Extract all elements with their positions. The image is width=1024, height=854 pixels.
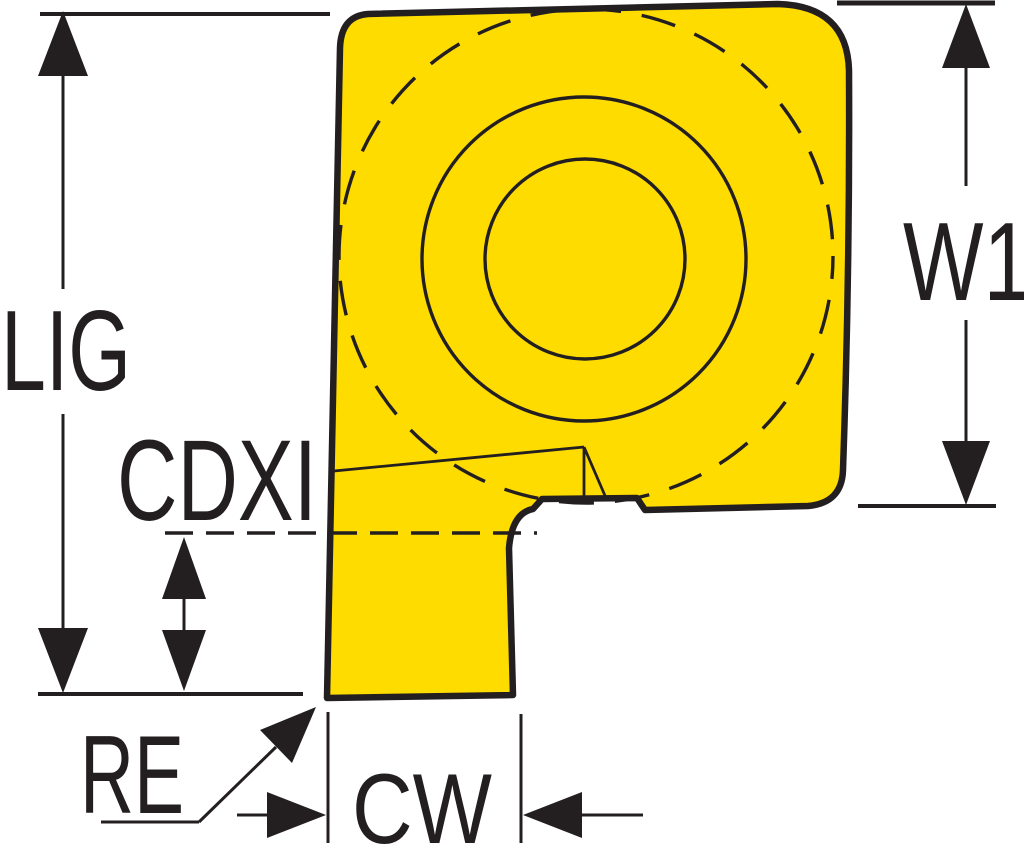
cw-left-arrow bbox=[267, 792, 326, 838]
w1-arrow-down bbox=[942, 441, 990, 505]
cw-right-arrow bbox=[523, 792, 582, 838]
lig-arrow-down bbox=[38, 628, 88, 693]
lig-arrow-up bbox=[38, 11, 88, 76]
lig-label: LIG bbox=[1, 288, 131, 415]
cdxi-label: CDXI bbox=[117, 417, 317, 545]
cutting-edge-detail-lines bbox=[333, 445, 608, 499]
re-leader-arrow bbox=[260, 707, 316, 763]
counterbore-circle bbox=[420, 95, 748, 423]
re-leader-diagonal bbox=[197, 745, 278, 824]
re-label: RE bbox=[80, 713, 184, 837]
center-hole bbox=[483, 157, 687, 361]
cdxi-arrow-up bbox=[162, 537, 206, 599]
w1-label: W1 bbox=[903, 200, 1024, 324]
insert-body bbox=[323, 0, 853, 702]
inscribed-circle-dashed bbox=[337, 7, 835, 505]
w1-arrow-up bbox=[942, 4, 990, 68]
cw-label: CW bbox=[352, 753, 492, 854]
cdxi-arrow-down bbox=[162, 630, 206, 691]
